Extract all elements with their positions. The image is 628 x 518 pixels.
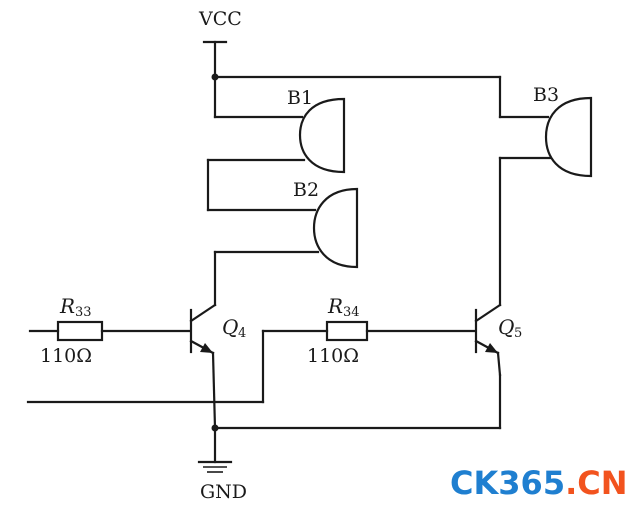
watermark: CK365.CN: [450, 464, 628, 502]
transistor-q5: [474, 303, 502, 430]
wire-b2-q4: [213, 250, 320, 307]
r34-label: R: [327, 294, 343, 318]
r34-value: 110Ω: [307, 345, 359, 367]
b3-label: B3: [533, 84, 559, 106]
resistor-r34: [325, 320, 369, 342]
q5-subscript: 5: [514, 326, 522, 341]
b2-label: B2: [293, 179, 319, 201]
vcc-terminal: [202, 40, 228, 81]
vcc-rail: [213, 75, 550, 119]
vcc-label: VCC: [198, 8, 242, 30]
r34-subscript: 34: [343, 305, 360, 320]
ground-rail: [211, 424, 502, 464]
gnd-label: GND: [200, 481, 247, 503]
resistor-r33: [56, 320, 104, 342]
q5-label: Q: [498, 315, 514, 339]
r33-value: 110Ω: [40, 345, 92, 367]
transistor-q4: [189, 303, 217, 430]
buzzer-b1: [298, 97, 346, 174]
b1-label: B1: [287, 87, 313, 109]
wire-b3-q5: [498, 156, 552, 307]
r33-subscript: 33: [75, 305, 92, 320]
input-wire-r34: [26, 329, 477, 404]
buzzer-b2: [312, 187, 359, 269]
buzzer-b3: [544, 96, 593, 178]
q4-subscript: 4: [238, 326, 246, 341]
ground-symbol: [197, 460, 233, 473]
wire-b1-b2: [206, 158, 317, 212]
r33-label: R: [59, 294, 75, 318]
q4-label: Q: [222, 315, 238, 339]
